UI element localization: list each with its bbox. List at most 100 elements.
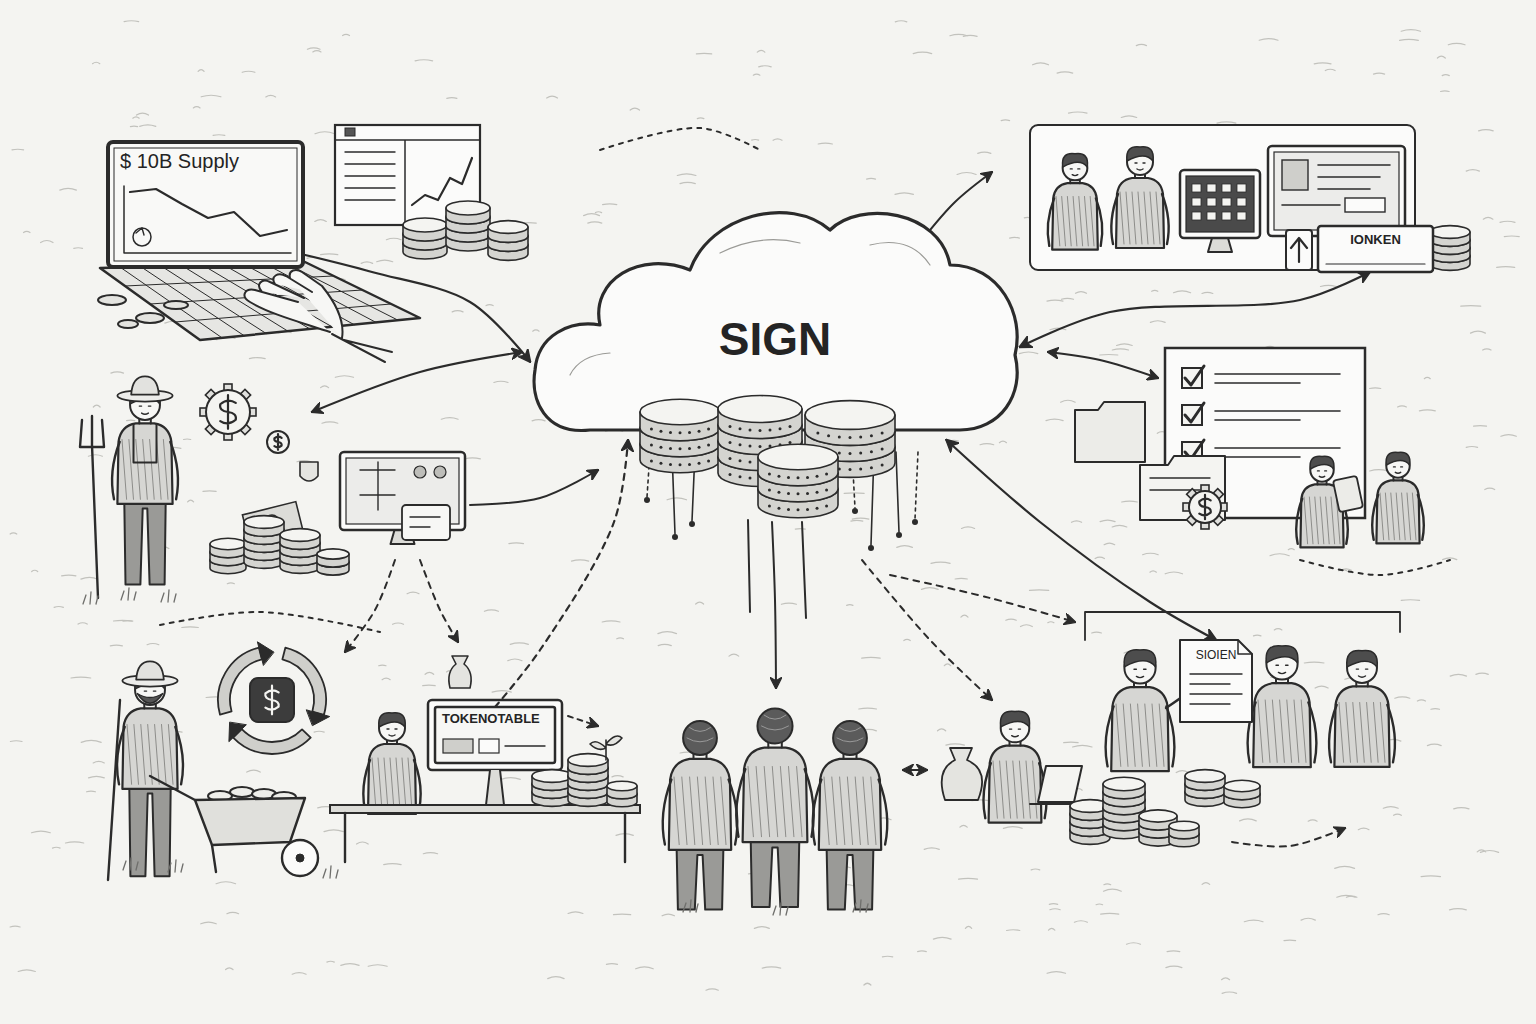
- sprout: [590, 736, 622, 760]
- key-square: [1207, 184, 1216, 192]
- ground-stroke: [10, 533, 17, 534]
- coin-dot: [797, 476, 800, 479]
- person-arms: [736, 769, 813, 837]
- chart-axes: [124, 186, 291, 253]
- shirt-hatch: [1159, 704, 1164, 766]
- ground-stroke: [24, 231, 31, 232]
- shirt-hatch: [1019, 761, 1023, 818]
- scene-figures: [80, 125, 1470, 915]
- grass-tuft: [168, 860, 183, 872]
- shirt-hatch: [840, 777, 845, 845]
- coin-dot: [789, 441, 792, 444]
- ground-stroke: [1117, 344, 1133, 346]
- shirt-hatch: [1120, 192, 1124, 244]
- barrow-coin: [230, 787, 254, 797]
- hat-crown: [131, 376, 159, 394]
- person-hair: [379, 713, 405, 727]
- person-face: [387, 729, 397, 736]
- coin-dot: [870, 434, 873, 437]
- laptop-small: [1030, 766, 1084, 804]
- shirt-hatch: [1067, 197, 1071, 246]
- coin-dot: [729, 441, 732, 444]
- person-face: [1070, 169, 1080, 176]
- ground-stroke: [944, 664, 950, 666]
- coin-dot: [669, 463, 672, 466]
- person-face: [1010, 729, 1021, 737]
- ground-stroke: [1019, 352, 1038, 354]
- shirt-hatch: [1374, 703, 1379, 763]
- coin-dot: [827, 434, 830, 437]
- shirt-hatch: [1085, 197, 1089, 246]
- ground-stroke: [1450, 909, 1467, 910]
- ground-stroke: [961, 615, 968, 617]
- ground-stroke: [465, 457, 481, 459]
- person-figure: [112, 376, 178, 584]
- ground-stroke: [1073, 745, 1092, 747]
- shirt-hatch: [824, 777, 829, 845]
- flow-arrow: [903, 769, 927, 771]
- shirt-hatch: [1130, 704, 1135, 766]
- checklist-lines: [1215, 374, 1340, 383]
- dollar-symbol: [274, 434, 281, 450]
- ground-stroke: [1104, 543, 1115, 545]
- ground-stroke: [959, 878, 978, 880]
- ground-stroke: [999, 441, 1006, 443]
- coin-dot: [870, 466, 873, 469]
- flow-arrow: [345, 560, 395, 652]
- ground-stroke: [1254, 634, 1261, 636]
- shirt-hatch: [1000, 761, 1004, 818]
- ground-stroke: [1401, 30, 1420, 32]
- ground-stroke: [658, 644, 671, 645]
- screen-inner: [114, 148, 297, 261]
- group-bracket: [1085, 612, 1400, 640]
- ground-stroke: [1150, 321, 1165, 323]
- shirt-hatch: [1309, 497, 1313, 544]
- coin-dot: [650, 443, 653, 446]
- ground-stroke: [1401, 599, 1419, 601]
- person-figure: [1106, 650, 1175, 771]
- labelled-box: SIOIEN: [1180, 640, 1252, 722]
- person-face: [139, 406, 151, 414]
- coin-dot: [749, 477, 752, 480]
- hanging-dot: [868, 545, 874, 551]
- coin-top: [446, 201, 490, 215]
- ground-stroke: [1483, 217, 1493, 219]
- upload-icon-box: [1286, 230, 1312, 270]
- ground-stroke: [111, 372, 124, 373]
- person-arms: [1111, 194, 1168, 244]
- coin-top: [568, 754, 608, 767]
- ground-stroke: [1500, 221, 1515, 222]
- person-arms: [112, 442, 178, 500]
- shirt-hatch: [1144, 192, 1148, 244]
- grass-tuft: [123, 858, 138, 870]
- flow-arrow: [420, 560, 458, 642]
- shirt-hatch: [855, 777, 860, 845]
- shirt-hatch: [155, 725, 160, 785]
- flow-arrow: [1048, 352, 1158, 378]
- coin-dot: [881, 432, 884, 435]
- ground-stroke: [321, 386, 329, 388]
- ground-stroke: [361, 262, 372, 264]
- flow-arrow: [1232, 828, 1345, 847]
- ground-stroke: [1424, 377, 1430, 378]
- coin-dot: [659, 462, 662, 465]
- ground-stroke: [696, 53, 711, 55]
- ground-stroke: [1431, 708, 1440, 710]
- payment-card: [402, 505, 450, 540]
- monitor-screen: [1274, 152, 1399, 230]
- ground-stroke: [247, 770, 260, 772]
- coin-top: [244, 516, 284, 529]
- ground-stroke: [533, 330, 539, 331]
- screen-block: [479, 739, 499, 753]
- gear-body: [206, 390, 250, 434]
- connector-arrow: [1020, 272, 1370, 347]
- shirt-hatch: [1360, 703, 1365, 763]
- ground-stroke: [1288, 549, 1294, 550]
- ground-stroke: [630, 108, 639, 110]
- ground-stroke: [584, 214, 600, 216]
- ground-stroke: [12, 149, 24, 151]
- shirt-hatch: [764, 767, 769, 837]
- keyboard-column: [141, 267, 244, 336]
- coin-top: [640, 399, 720, 425]
- ground-stroke: [1417, 700, 1425, 701]
